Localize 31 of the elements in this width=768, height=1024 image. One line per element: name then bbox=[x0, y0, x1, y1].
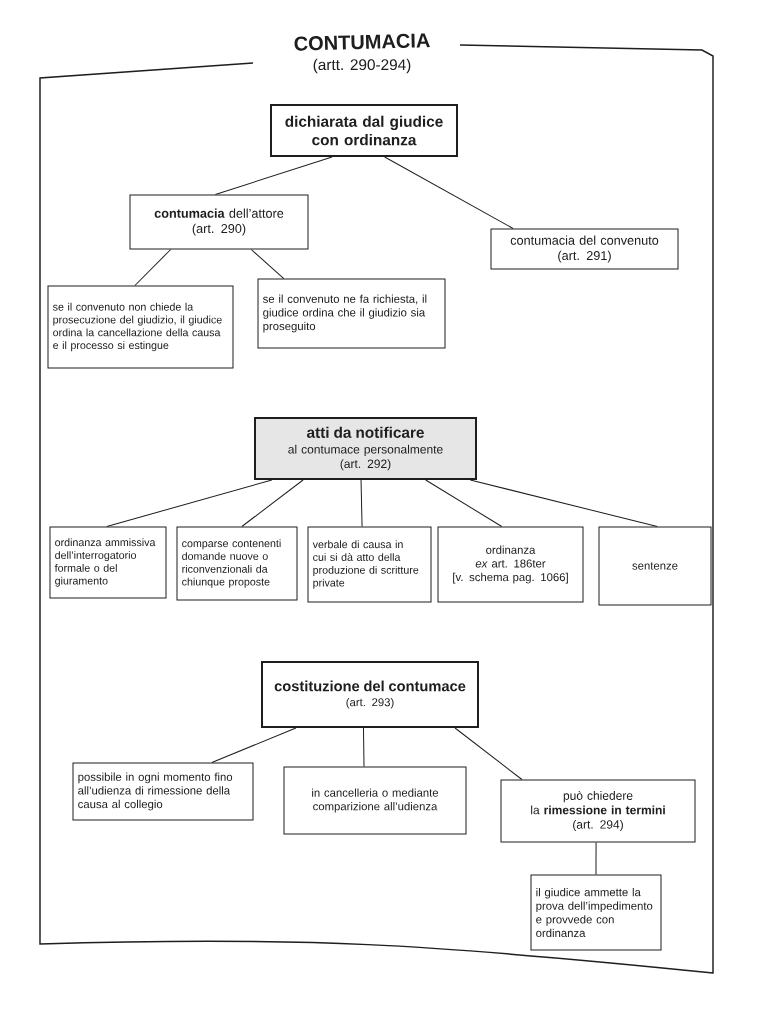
text-box: in cancelleria o mediante comparizione all’udienza bbox=[283, 766, 467, 835]
connector-line bbox=[250, 249, 285, 279]
connector-line bbox=[360, 479, 363, 527]
text-box: può chiedere la rimessione in termini (art. 294) bbox=[500, 779, 696, 843]
title: CONTUMACIA bbox=[294, 33, 430, 51]
connector-line bbox=[211, 727, 297, 763]
concept-box: dichiarata dal giudice con ordinanza bbox=[270, 104, 458, 157]
text-box: contumacia del convenuto (art. 291) bbox=[490, 228, 679, 270]
connector-line bbox=[134, 249, 172, 286]
text-box: comparse contenenti domande nuove o riconvenzionali da chiunque proposte bbox=[176, 526, 298, 601]
text-box: se il convenuto non chiede la prosecuzione del giudizio, il giudice ordina la cancellazione della causa e il processo si estingue bbox=[47, 285, 234, 369]
connector-line bbox=[241, 479, 304, 527]
connector-line bbox=[595, 842, 597, 875]
connector-line bbox=[469, 479, 658, 527]
text-box: il giudice ammette la prova dell’impedimento e provvede con ordinanza bbox=[530, 874, 662, 951]
connector-line bbox=[454, 727, 523, 780]
connector-line bbox=[106, 479, 273, 527]
concept-box: costituzione del contumace (art. 293) bbox=[261, 661, 479, 728]
text-box: verbale di causa in cui si dà atto della produzione di scritture private bbox=[307, 526, 432, 603]
connector-line bbox=[425, 479, 503, 527]
connector-line bbox=[362, 727, 365, 767]
text-box: possibile in ogni momento fino all’udienza di rimessione della causa al collegio bbox=[72, 762, 254, 821]
text-box: ordinanza ammissiva dell’interrogatorio formale o del giuramento bbox=[49, 526, 167, 599]
text-box: ordinanza ex art. 186ter [v. schema pag. 1066] bbox=[437, 526, 584, 603]
text-box: se il convenuto ne fa richiesta, il giudice ordina che il giudizio sia proseguito bbox=[257, 278, 446, 349]
concept-box: atti da notificare al contumace personalmente (art. 292) bbox=[254, 417, 477, 480]
text-box: sentenze bbox=[598, 526, 712, 606]
connector-line bbox=[384, 156, 514, 229]
connector-line bbox=[214, 156, 333, 195]
text-box: contumacia dell’attore (art. 290) bbox=[129, 194, 309, 250]
subtitle: (artt. 290-294) bbox=[313, 58, 411, 74]
